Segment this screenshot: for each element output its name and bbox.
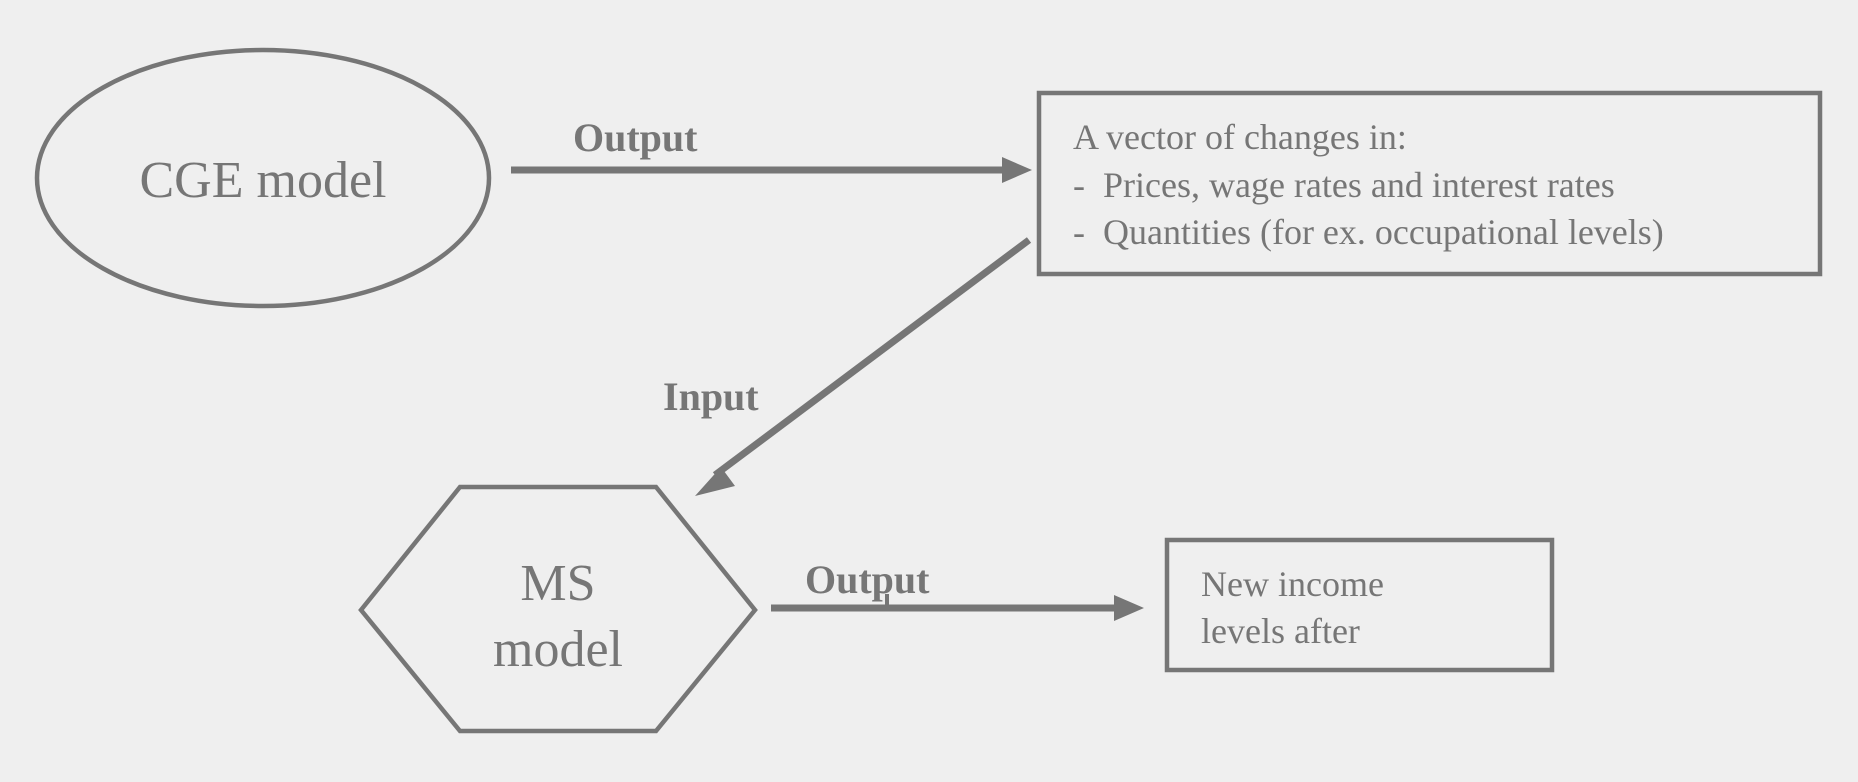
cge-model-label: CGE model — [140, 152, 387, 209]
edge-vector-to-ms-line — [712, 237, 1032, 478]
edge-ms-to-income-label: Output — [805, 557, 930, 602]
ms-model-label-line1: MS — [520, 555, 595, 612]
edge-cge-to-vector-arrowhead — [1002, 157, 1032, 183]
ms-model-node: MS model — [358, 484, 758, 734]
income-line1: New income — [1201, 564, 1384, 604]
edge-cge-to-vector-label: Output — [573, 115, 698, 160]
vector-node: A vector of changes in: - Prices, wage r… — [1036, 90, 1823, 277]
income-box — [1164, 537, 1555, 673]
vector-item-prices: - Prices, wage rates and interest rates — [1073, 165, 1615, 205]
edge-ms-to-income-arrowhead — [1114, 595, 1144, 621]
edge-cge-to-vector: Output — [511, 115, 1032, 183]
income-line2: levels after — [1201, 611, 1360, 651]
vector-title: A vector of changes in: — [1073, 117, 1407, 157]
cge-model-ellipse — [34, 47, 492, 309]
edge-ms-to-income: Output — [771, 557, 1144, 621]
ms-model-hexagon — [358, 484, 758, 734]
edge-vector-to-ms: Input — [663, 237, 1032, 496]
ms-model-label-line2: model — [493, 621, 623, 678]
vector-box — [1036, 90, 1823, 277]
edge-vector-to-ms-arrowhead — [695, 467, 735, 496]
edge-vector-to-ms-label: Input — [663, 374, 759, 419]
vector-item-quantities: - Quantities (for ex. occupational level… — [1073, 212, 1664, 252]
income-node: New income levels after — [1164, 537, 1555, 673]
cge-model-node: CGE model — [34, 47, 492, 309]
